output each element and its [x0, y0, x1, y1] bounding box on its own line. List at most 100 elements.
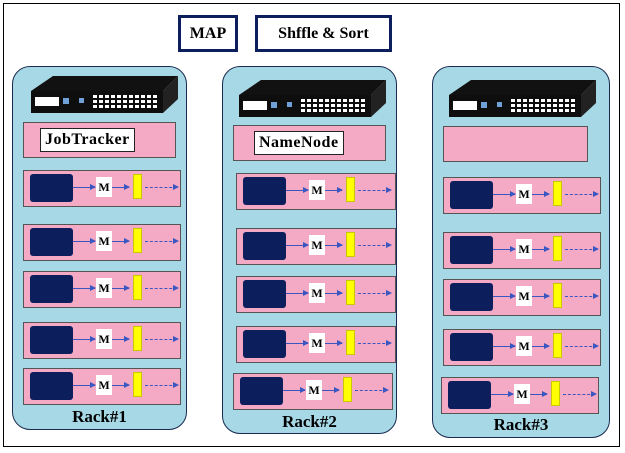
node-row: M — [236, 173, 396, 210]
shuffle-sort-legend: Shffle & Sort — [255, 15, 392, 52]
data-block — [450, 181, 493, 209]
data-block — [243, 177, 286, 205]
map-task: M — [516, 239, 532, 259]
arrow — [532, 293, 550, 299]
shuffle-arrow — [358, 242, 392, 248]
map-output-bar — [346, 330, 355, 355]
node-row: M — [443, 232, 601, 269]
shuffle-arrow — [358, 340, 392, 346]
arrow — [325, 187, 343, 193]
map-output-bar — [551, 381, 560, 406]
arrow — [493, 246, 516, 252]
arrow — [286, 242, 309, 248]
shuffle-arrow — [145, 184, 179, 190]
data-block — [30, 174, 73, 202]
shuffle-sort-legend-label: Shffle & Sort — [258, 18, 389, 49]
map-task: M — [516, 184, 532, 204]
node-row: M — [23, 271, 181, 308]
data-block — [450, 236, 493, 264]
map-output-bar — [553, 333, 562, 358]
arrow — [322, 387, 340, 393]
map-task: M — [309, 235, 325, 255]
arrow — [532, 246, 550, 252]
node-row: M — [233, 373, 393, 410]
arrow — [73, 184, 96, 190]
map-output-bar — [553, 236, 562, 261]
arrow — [325, 340, 343, 346]
arrow — [283, 387, 306, 393]
arrow — [73, 285, 96, 291]
arrow — [112, 184, 130, 190]
arrow — [493, 293, 516, 299]
node-row: M — [23, 322, 181, 359]
arrow — [112, 336, 130, 342]
map-output-bar — [553, 181, 562, 206]
shuffle-arrow — [358, 290, 392, 296]
rack-label: Rack#1 — [72, 407, 127, 426]
map-task: M — [306, 380, 322, 400]
map-output-bar — [343, 377, 352, 402]
shuffle-arrow — [358, 187, 392, 193]
rack-label: Rack#2 — [282, 412, 337, 431]
network-switch-icon — [449, 80, 596, 117]
shuffle-arrow — [565, 343, 599, 349]
arrow — [73, 336, 96, 342]
map-task: M — [96, 278, 112, 298]
arrow — [286, 290, 309, 296]
arrow — [112, 382, 130, 388]
node-row: M — [236, 228, 396, 265]
arrow — [112, 238, 130, 244]
arrow — [325, 242, 343, 248]
arrow — [73, 238, 96, 244]
data-block — [30, 275, 73, 303]
arrow — [530, 391, 548, 397]
map-legend-label: MAP — [181, 18, 235, 49]
namenode-box: NameNode — [233, 125, 386, 161]
data-block — [30, 326, 73, 354]
arrow — [112, 285, 130, 291]
shuffle-arrow — [565, 191, 599, 197]
data-block — [240, 377, 283, 405]
map-output-bar — [346, 232, 355, 257]
node-row: M — [441, 377, 599, 414]
network-switch-icon — [239, 80, 386, 117]
data-block — [243, 330, 286, 358]
map-task: M — [309, 283, 325, 303]
data-block — [448, 381, 491, 409]
map-output-bar — [133, 228, 142, 253]
map-task: M — [96, 375, 112, 395]
jobtracker-box: JobTracker — [23, 122, 176, 158]
node-row: M — [236, 276, 396, 313]
map-output-bar — [133, 275, 142, 300]
map-output-bar — [133, 372, 142, 397]
arrow — [493, 191, 516, 197]
arrow — [493, 343, 516, 349]
rack-label: Rack#3 — [493, 415, 549, 434]
map-legend: MAP — [178, 15, 238, 52]
shuffle-arrow — [145, 238, 179, 244]
map-output-bar — [133, 326, 142, 351]
shuffle-arrow — [145, 285, 179, 291]
jobtracker-label: JobTracker — [40, 128, 135, 152]
arrow — [491, 391, 514, 397]
map-output-bar — [346, 280, 355, 305]
node-row: M — [443, 279, 601, 316]
namenode-label: NameNode — [254, 131, 344, 155]
node-row: M — [23, 170, 181, 207]
node-row: M — [443, 329, 601, 366]
map-output-bar — [133, 174, 142, 199]
map-output-bar — [346, 177, 355, 202]
shuffle-arrow — [565, 293, 599, 299]
data-block — [450, 333, 493, 361]
data-block — [450, 283, 493, 311]
shuffle-arrow — [565, 246, 599, 252]
shuffle-arrow — [145, 336, 179, 342]
arrow — [532, 343, 550, 349]
data-block — [30, 228, 73, 256]
arrow — [286, 340, 309, 346]
rack-1: JobTracker M M M — [12, 66, 187, 430]
map-task: M — [96, 329, 112, 349]
shuffle-arrow — [145, 382, 179, 388]
arrow — [73, 382, 96, 388]
